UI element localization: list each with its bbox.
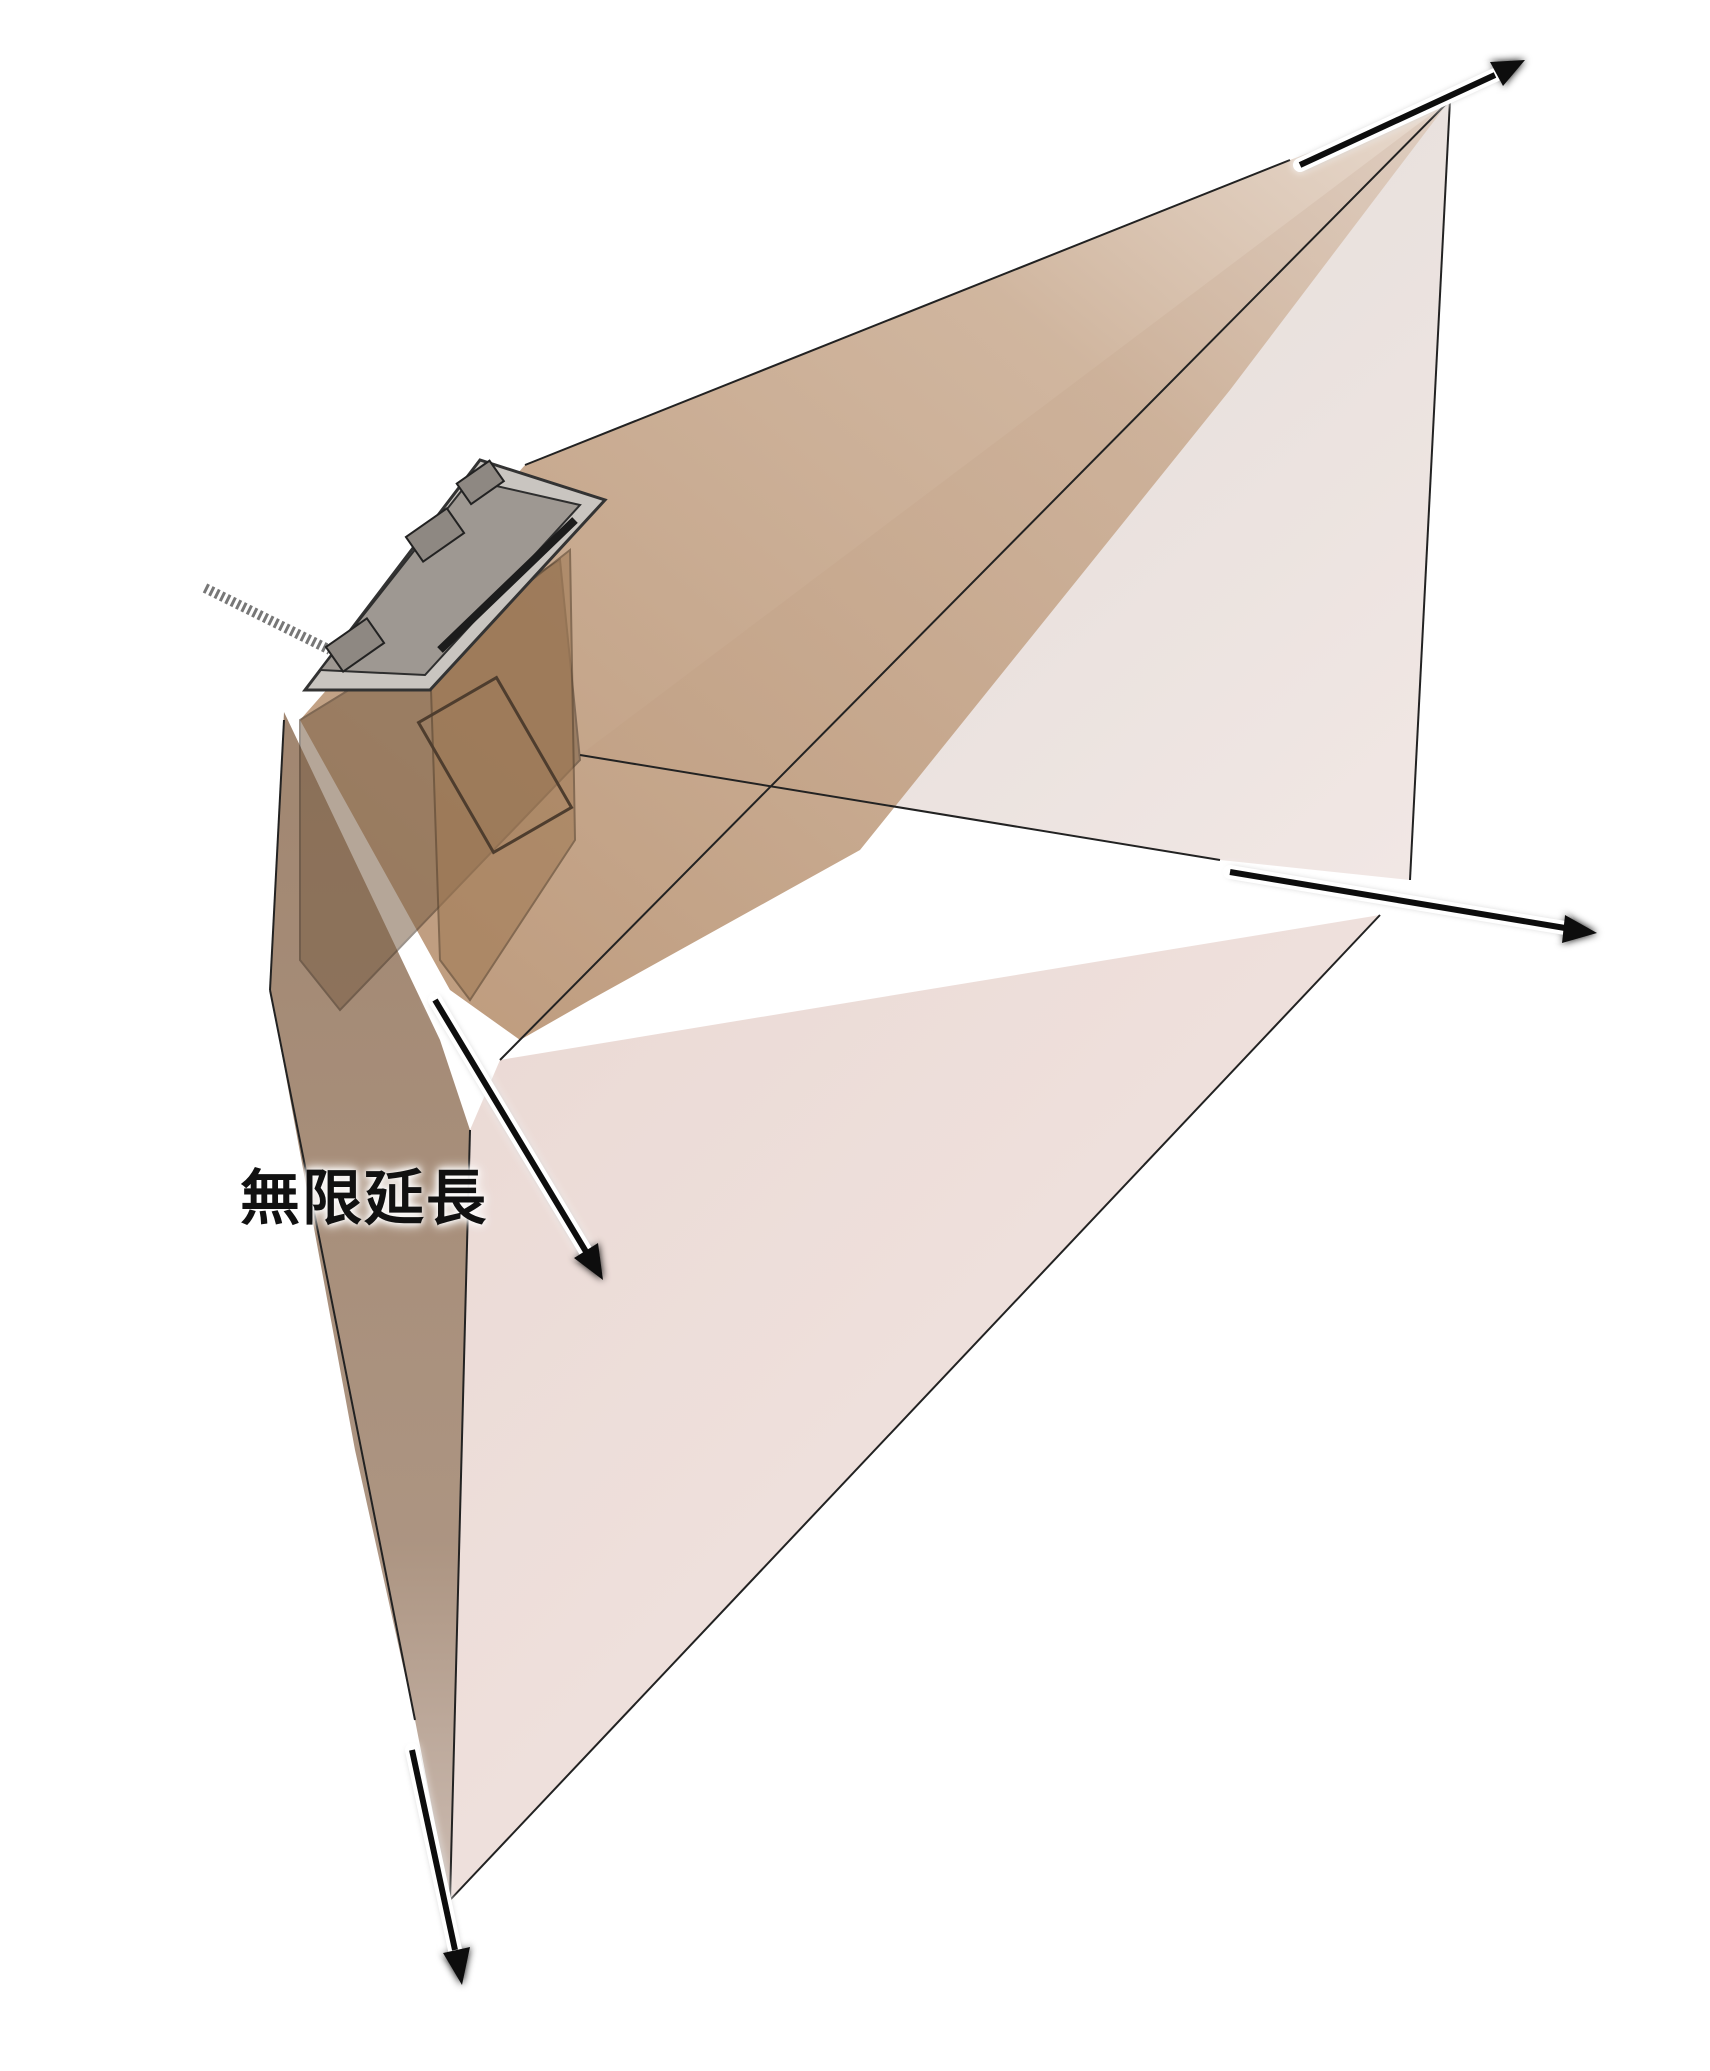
extension-arrows [405,60,1597,1985]
view-frustum [269,99,1451,1901]
arrow-icon [405,1743,470,1985]
edge-top-left [524,159,1291,466]
frustum-edges [269,99,1451,1901]
edge-right-vertical [1409,99,1451,881]
edge-center-ray [579,754,1221,861]
device-rail [437,517,578,653]
frustum-top-plane [300,100,1450,1040]
device-panel [416,675,574,855]
edge-left-inner [449,1129,471,1901]
frustum-left-plane [270,712,470,1900]
device-block-1 [324,616,386,674]
arrow-icon [428,993,603,1280]
camera-mount-device-icon [202,458,608,1012]
device-block-2 [404,506,466,564]
edge-left-slant [269,989,416,1721]
device-body [428,547,577,1002]
edge-bottom-diagonal [449,914,1381,1901]
infinite-extension-label: 無限延長 [240,1164,488,1234]
cable [202,583,333,655]
device-block-3 [455,459,506,506]
arrow-icon [1293,60,1525,172]
edge-top-diagonal [499,99,1451,1061]
arrow-icon [1223,865,1597,943]
edge-left-outer [269,719,285,991]
